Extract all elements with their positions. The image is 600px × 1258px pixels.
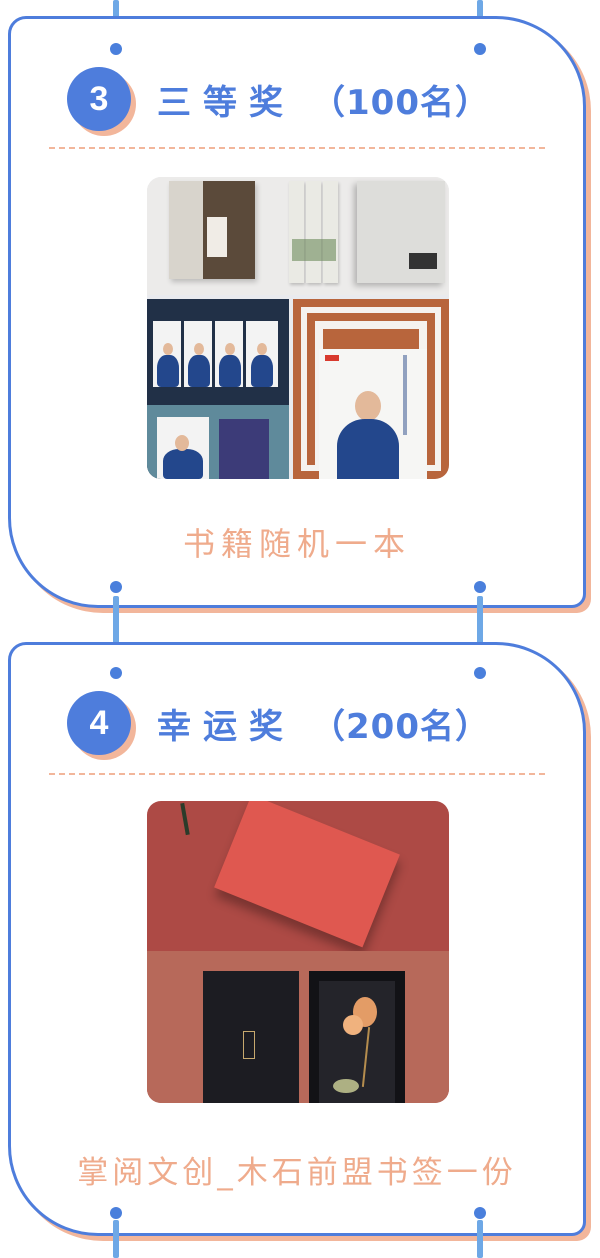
connector-left-bottom [113,1220,119,1258]
rank-badge: 4 [67,691,131,755]
connector-dot [110,581,122,593]
connector-dot [110,43,122,55]
prize-card-lucky: 4 幸运奖 （200名） 掌阅文创_木石前盟书签一份 [8,642,586,1236]
prize-title: 幸运奖 [157,706,295,747]
prize-header: 4 幸运奖 （200名） [67,691,490,755]
connector-right-bottom [477,1220,483,1258]
prize-title: 三等奖 [157,82,295,123]
connector-dot [474,43,486,55]
prize-name: 掌阅文创_木石前盟书签一份 [77,1155,517,1191]
prize-header: 3 三等奖 （100名） [67,67,490,131]
dashed-divider [49,147,545,149]
connector-right-middle [477,596,483,666]
connector-dot [474,581,486,593]
prize-image-bookmark [147,801,449,1103]
dashed-divider [49,773,545,775]
connector-left-middle [113,596,119,666]
book-row-dark [147,299,289,479]
book-set-row [147,177,449,295]
connector-dot [110,1207,122,1219]
book-row-teal [147,405,289,479]
book-feature-lattice [293,299,449,479]
bookmark-box-lid [203,971,299,1103]
connector-dot [110,667,122,679]
rank-badge: 3 [67,67,131,131]
connector-dot [474,667,486,679]
prize-count: （200名） [311,706,490,747]
prize-count: （100名） [311,82,490,123]
connector-dot [474,1207,486,1219]
prize-name: 书籍随机一本 [182,525,411,563]
prize-image-books [147,177,449,479]
greeting-card [214,801,400,948]
prize-card-third: 3 三等奖 （100名） [8,16,586,608]
